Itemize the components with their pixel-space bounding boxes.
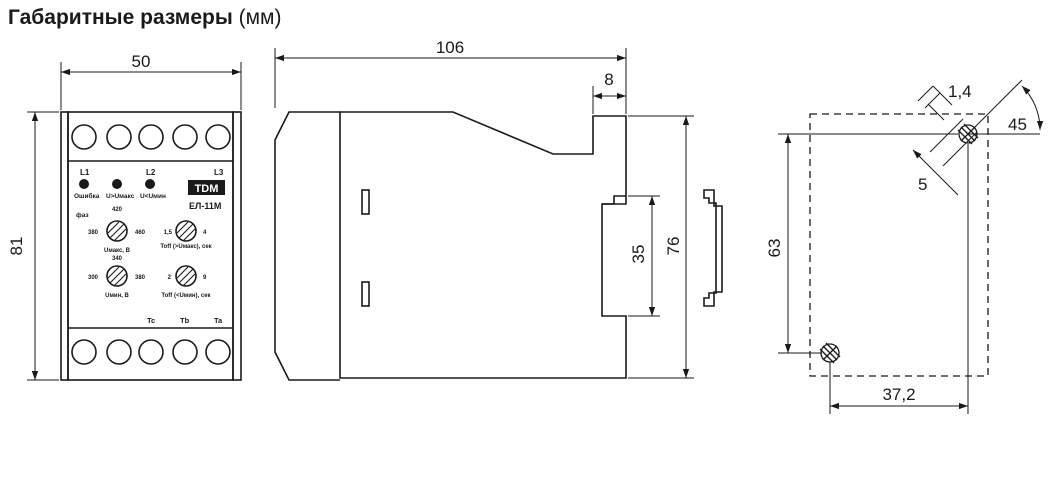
led1-indicator <box>79 179 89 189</box>
dim-hole-diameter: 1,4 <box>948 82 972 101</box>
terminal-label-tb: Tb <box>180 316 190 325</box>
front-view <box>60 111 242 381</box>
dim-side-step: 8 <box>604 70 613 89</box>
side-slot-top <box>361 189 370 215</box>
knob1-dial <box>106 220 128 242</box>
knob2-caption: Toff (>Uмакс), сек <box>160 244 211 250</box>
dim-horizontal-spacing: 37,2 <box>882 385 915 404</box>
knob-umax: фаз 420 380 460 Uмакс, В <box>76 207 146 254</box>
led2-caption: U>Uмакс <box>106 193 135 200</box>
knob1-label: фаз <box>76 212 89 219</box>
front-right-rail <box>232 111 242 381</box>
knob3-left: 300 <box>88 275 99 281</box>
side-slot-bottom <box>361 281 370 307</box>
mounting-view <box>809 113 989 377</box>
mounting-outline <box>809 113 989 377</box>
dim-side-length: 106 <box>436 38 464 57</box>
knob3-right: 380 <box>135 275 146 281</box>
knob4-caption: Toff (<Uмин), сек <box>161 293 210 299</box>
knob-toff-max: 1,5 4 Toff (>Uмакс), сек <box>160 220 212 250</box>
knob1-caption: Uмакс, В <box>104 248 131 254</box>
dim-side-height: 76 <box>664 237 683 256</box>
knob4-left: 2 <box>168 275 172 281</box>
led3-label: L2 <box>146 168 156 177</box>
dim-angle: 45 <box>1008 115 1027 134</box>
terminal-label-tc: Tc <box>147 316 155 325</box>
brand-text: TDM <box>195 183 219 195</box>
led2-indicator <box>112 179 122 189</box>
front-dimension-lines <box>27 62 242 381</box>
top-terminals <box>71 124 231 150</box>
knob2-dial <box>175 220 197 242</box>
model-label: ЕЛ-11М <box>189 201 221 211</box>
knob3-dial <box>106 265 128 287</box>
led4-label: L3 <box>214 168 224 177</box>
din-rail-profile <box>703 189 723 307</box>
led1-label: L1 <box>80 168 90 177</box>
knob2-left: 1,5 <box>164 230 173 236</box>
mount-hole-bottom <box>819 342 841 364</box>
knob-toff-min: 2 9 Toff (<Uмин), сек <box>161 265 211 299</box>
dim-vertical-spacing: 63 <box>765 239 784 258</box>
knob2-right: 4 <box>203 230 207 236</box>
knob1-left: 380 <box>88 230 99 236</box>
knob4-dial <box>175 265 197 287</box>
knob1-top: 420 <box>112 207 123 213</box>
bottom-terminals <box>71 339 231 365</box>
side-dimension-lines <box>274 48 694 379</box>
knob3-top: 340 <box>112 256 123 262</box>
led3-caption: U<Uмин <box>140 193 166 200</box>
dim-rail-width: 35 <box>629 245 648 264</box>
dim-slot-width: 5 <box>918 175 927 194</box>
knob-umin: 340 300 380 Uмин, В <box>88 256 146 299</box>
knob4-right: 9 <box>203 275 207 281</box>
knob1-right: 460 <box>135 230 146 236</box>
led1-caption: Ошибка <box>74 192 100 200</box>
brand-logo <box>188 180 225 195</box>
title-main: Габаритные размеры <box>8 6 233 29</box>
mount-dimension-lines <box>778 79 1044 414</box>
side-view <box>274 111 723 381</box>
dim-front-height: 81 <box>7 237 26 256</box>
title-unit: (мм) <box>238 6 282 29</box>
led3-indicator <box>145 179 155 189</box>
page-title: Габаритные размеры (мм) <box>8 6 281 30</box>
dim-front-width: 50 <box>132 52 151 71</box>
front-body <box>67 111 234 381</box>
terminal-label-ta: Ta <box>214 316 223 325</box>
front-left-rail <box>60 111 69 381</box>
front-leds: L1 Ошибка U>Uмакс L2 U<Uмин L3 <box>74 168 224 200</box>
knob3-caption: Uмин, В <box>105 293 129 299</box>
